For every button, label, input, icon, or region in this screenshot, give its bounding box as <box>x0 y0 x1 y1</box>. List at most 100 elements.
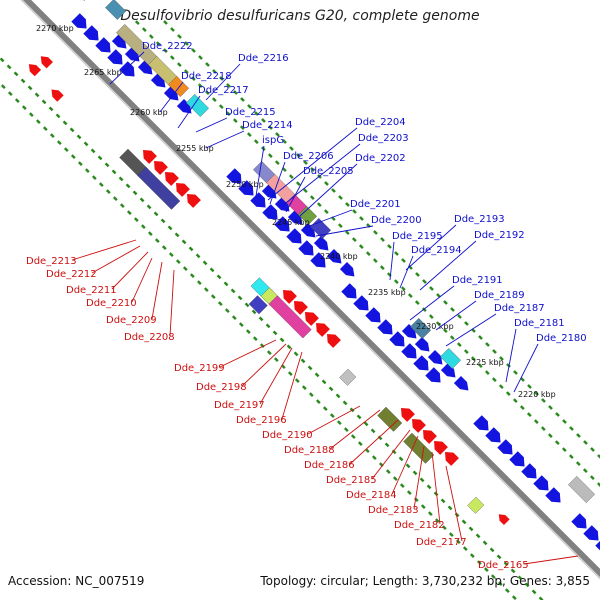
tick-dot <box>20 78 26 84</box>
tick-dot <box>372 258 378 264</box>
tick-dot <box>455 539 461 545</box>
tick-dot <box>175 259 181 265</box>
leader-line <box>241 343 287 387</box>
leader-line <box>409 285 455 321</box>
tick-dot <box>56 140 62 146</box>
tick-dot <box>499 356 504 361</box>
leader-line <box>111 251 149 290</box>
gene-label: ispG <box>262 135 284 146</box>
tick-dot <box>399 483 405 489</box>
tick-dot <box>125 183 131 189</box>
leader-line <box>281 351 303 420</box>
tick-dot <box>468 526 474 532</box>
leader-line <box>513 343 539 393</box>
tick-dot <box>231 315 237 321</box>
tick-dot <box>462 546 468 552</box>
gene-label: Dde_2206 <box>283 151 334 162</box>
tick-dot <box>0 84 6 90</box>
forward-gene-arrow <box>473 415 489 431</box>
leader-line <box>131 257 153 303</box>
tick-dot <box>398 456 404 462</box>
forward-gene-arrow <box>274 216 290 232</box>
tick-dot <box>379 265 385 271</box>
tick-dot <box>246 132 252 138</box>
tick-dot <box>302 188 308 194</box>
tick-dot <box>422 279 427 284</box>
tick-dot <box>394 251 399 256</box>
tick-dot <box>342 400 348 406</box>
gene-label: Dde_2184 <box>346 490 397 501</box>
tick-dot <box>506 363 511 368</box>
tick-dot <box>268 125 273 130</box>
tick-dot <box>163 20 168 25</box>
leader-line <box>371 429 411 480</box>
gene-label: Dde_2216 <box>238 53 289 64</box>
tick-dot <box>419 477 425 483</box>
gene-label: Dde_2214 <box>242 120 293 131</box>
tick-dot <box>443 300 448 305</box>
leader-line <box>259 347 293 405</box>
forward-gene-arrow <box>401 324 417 339</box>
tick-dot <box>169 55 175 61</box>
tick-dot <box>176 62 182 68</box>
map-title: Desulfovibrio desulfuricans G20, complet… <box>120 8 480 24</box>
reverse-gene-arrow <box>305 311 319 326</box>
tick-dot <box>35 119 41 125</box>
tick-dot <box>203 287 209 293</box>
tick-dot <box>407 293 413 299</box>
tick-dot <box>331 188 336 193</box>
forward-gene-arrow <box>287 210 303 225</box>
tick-dot <box>240 97 245 102</box>
tick-dot <box>42 126 48 132</box>
forward-gene-arrow <box>595 541 600 551</box>
tick-dot <box>489 547 495 553</box>
forward-gene-arrow <box>313 236 329 251</box>
tick-dot <box>63 147 69 153</box>
tick-dot <box>132 190 138 196</box>
tick-dot <box>272 330 278 336</box>
operon-gene-box <box>377 406 403 432</box>
tick-dot <box>498 384 504 390</box>
gene-label: Dde_2212 <box>46 269 97 280</box>
leader-line <box>413 445 425 510</box>
gene-label: Dde_2182 <box>394 520 445 531</box>
gene-label: Dde_2208 <box>124 332 175 343</box>
tick-dot <box>461 519 467 525</box>
tick-dot <box>435 321 441 327</box>
tick-dot <box>253 139 259 145</box>
tick-dot <box>337 223 343 229</box>
leader-line <box>205 63 241 101</box>
gene-label: Dde_2217 <box>198 85 249 96</box>
accession-text: Accession: NC_007519 <box>8 574 145 588</box>
tick-dot <box>476 560 482 566</box>
tick-dot <box>217 301 223 307</box>
gene-label: Dde_2209 <box>106 315 157 326</box>
leader-line <box>349 419 399 465</box>
tick-dot <box>307 365 313 371</box>
tick-dot <box>0 57 5 63</box>
operon-gene-box <box>339 368 357 386</box>
tick-label: 2250 kbp <box>226 180 264 189</box>
leader-line <box>219 339 277 368</box>
operon-gene-box <box>268 295 312 339</box>
tick-dot <box>576 433 581 438</box>
forward-gene-arrow <box>163 86 179 101</box>
tick-dot <box>252 336 258 342</box>
tick-dot <box>429 286 434 291</box>
leader-line <box>399 255 414 289</box>
tick-dot <box>541 398 546 403</box>
tick-dot <box>198 55 203 60</box>
gene-label: Dde_2222 <box>142 41 193 52</box>
operon-gene-box <box>403 432 435 464</box>
summary-text: Topology: circular; Length: 3,730,232 bp… <box>260 574 590 588</box>
tick-label: 2265 kbp <box>84 68 122 77</box>
tick-dot <box>478 335 483 340</box>
tick-dot <box>216 274 222 280</box>
forward-gene-arrow <box>583 525 599 541</box>
tick-dot <box>321 379 327 385</box>
reverse-gene-arrow <box>165 171 179 186</box>
tick-dot <box>345 202 350 207</box>
gene-label: Dde_2202 <box>355 153 406 164</box>
tick-dot <box>195 253 201 259</box>
tick-dot <box>21 105 27 111</box>
